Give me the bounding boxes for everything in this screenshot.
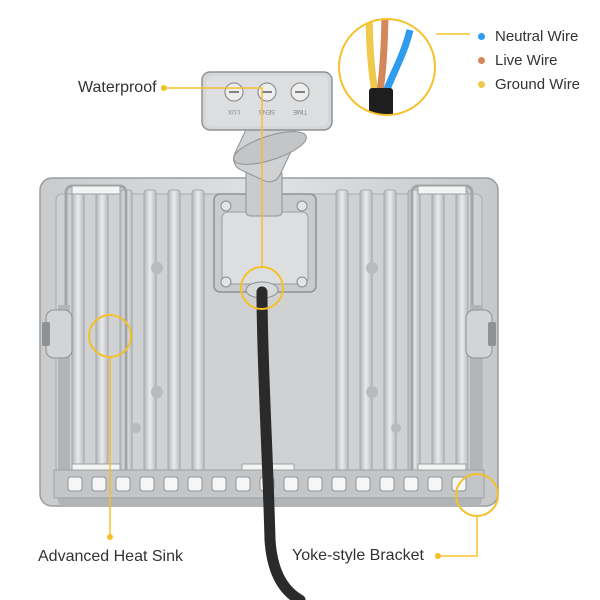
- bracket-slot: [235, 476, 251, 492]
- leader-lines: [109, 33, 478, 557]
- sensor-knob-label: SENS: [259, 108, 275, 114]
- heat-sink-fin: [71, 189, 85, 473]
- bracket-slot: [187, 476, 203, 492]
- leader-dots: [107, 85, 441, 559]
- junction-box: [213, 193, 317, 299]
- heat-sink-fin: [95, 189, 109, 473]
- sensor-knob-label: TIME: [293, 108, 307, 114]
- heat-sink-fin: [407, 189, 421, 473]
- bracket-slot: [67, 476, 83, 492]
- waterproof-label: Waterproof: [78, 79, 157, 96]
- bracket-slot: [283, 476, 299, 492]
- legend-item-neutral: Neutral Wire: [478, 28, 578, 45]
- bracket-slot: [115, 476, 131, 492]
- bracket-slot: [163, 476, 179, 492]
- legend-item-live: Live Wire: [478, 52, 558, 69]
- floodlight-body: [39, 177, 499, 507]
- bracket-slot: [403, 476, 419, 492]
- power-cable: [256, 286, 306, 600]
- heat-sink-fin: [191, 189, 205, 473]
- bracket-slot: [331, 476, 347, 492]
- legend-label-ground: Ground Wire: [495, 76, 581, 93]
- sensor-knob-label: LUX: [228, 108, 240, 114]
- heat-sink-fin: [359, 189, 373, 473]
- bracket-slot: [91, 476, 107, 492]
- bracket-slot: [211, 476, 227, 492]
- legend-label-live: Live Wire: [495, 52, 558, 69]
- bracket-slot: [355, 476, 371, 492]
- bracket-slot: [307, 476, 323, 492]
- bracket-slot: [379, 476, 395, 492]
- heat-sink-fin: [431, 189, 445, 473]
- legend-label-neutral: Neutral Wire: [495, 28, 579, 45]
- heat-sink-fin: [335, 189, 349, 473]
- heat-sink-label: Advanced Heat Sink: [38, 548, 183, 565]
- bracket-slot: [427, 476, 443, 492]
- heat-sink-fin: [167, 189, 181, 473]
- heat-sink-fin: [143, 189, 157, 473]
- live-wire-dot: [478, 57, 485, 64]
- bracket-slot: [139, 476, 155, 492]
- ground-wire-dot: [478, 81, 485, 88]
- wire-inset: [338, 18, 436, 116]
- neutral-wire-dot: [478, 33, 485, 40]
- legend-item-ground: Ground Wire: [478, 76, 580, 93]
- bracket-label: Yoke-style Bracket: [292, 547, 424, 564]
